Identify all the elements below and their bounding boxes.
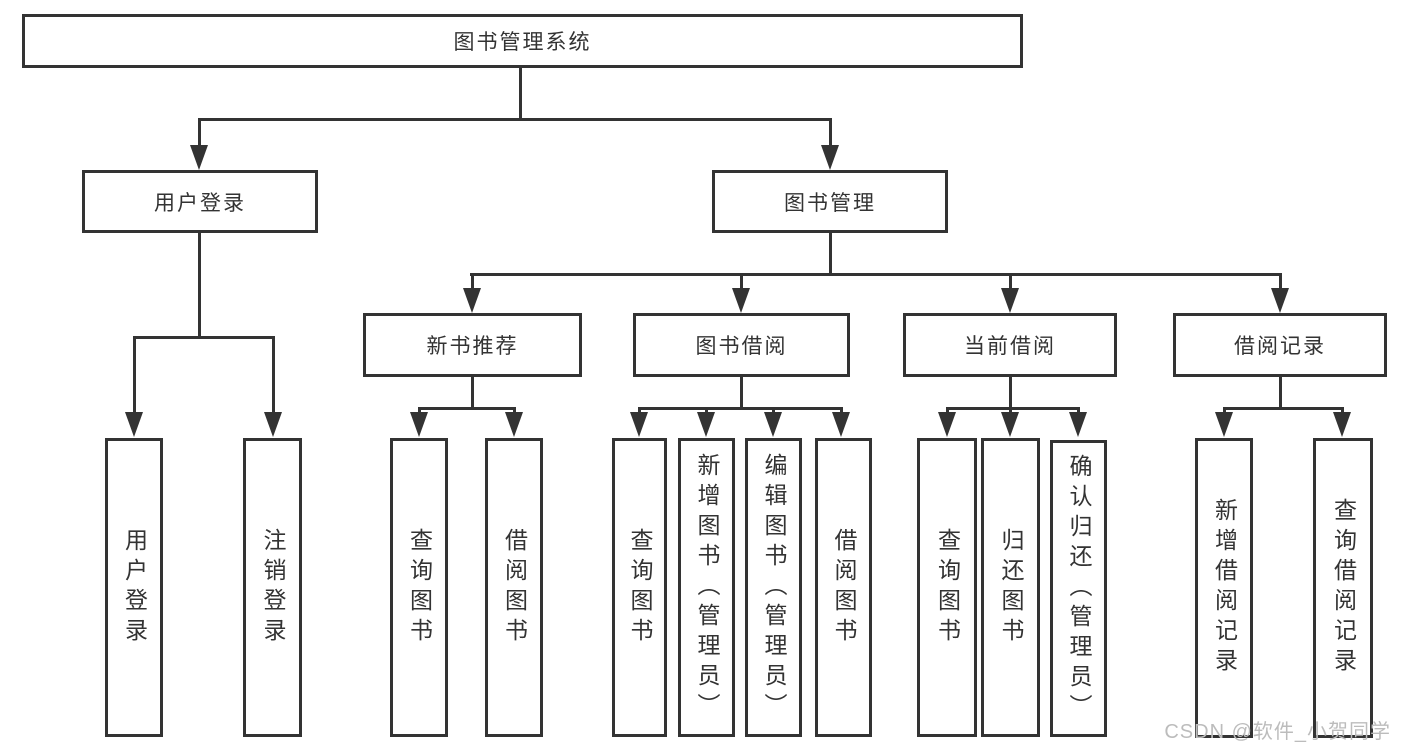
leaf-query-books: 查询图书 [390, 438, 448, 737]
arrowhead-down-icon [1271, 288, 1289, 313]
connector-line [272, 336, 275, 413]
connector-line [198, 118, 832, 121]
connector-line [418, 407, 515, 410]
arrowhead-down-icon [732, 288, 750, 313]
arrowhead-down-icon [125, 412, 143, 437]
connector-line [772, 407, 775, 415]
leaf-query-books: 查询图书 [612, 438, 667, 737]
node-book-management: 图书管理 [712, 170, 948, 233]
watermark: CSDN @软件_小贺同学 [1164, 721, 1391, 743]
connector-line [946, 407, 949, 415]
connector-line [1077, 407, 1080, 415]
leaf-query-books: 查询图书 [917, 438, 977, 737]
leaf-edit-books-admin: 编辑图书（管理员） [745, 438, 802, 737]
arrowhead-down-icon [505, 412, 523, 437]
node-current-borrowing: 当前借阅 [903, 313, 1117, 377]
node-book-borrowing: 图书借阅 [633, 313, 850, 377]
connector-line [638, 407, 842, 410]
arrowhead-down-icon [832, 412, 850, 437]
arrowhead-down-icon [264, 412, 282, 437]
connector-line [1279, 273, 1282, 289]
connector-line [1009, 407, 1012, 415]
connector-line [740, 273, 743, 289]
leaf-borrow-books: 借阅图书 [815, 438, 872, 737]
leaf-user-login: 用户登录 [105, 438, 163, 737]
connector-line [829, 233, 832, 273]
connector-line [519, 66, 522, 118]
arrowhead-down-icon [1001, 412, 1019, 437]
leaf-borrow-books: 借阅图书 [485, 438, 543, 737]
arrowhead-down-icon [697, 412, 715, 437]
connector-line [133, 336, 136, 413]
connector-line [418, 407, 421, 415]
leaf-query-borrow-record: 查询借阅记录 [1313, 438, 1373, 738]
connector-line [740, 377, 743, 407]
leaf-logout: 注销登录 [243, 438, 302, 737]
leaf-add-books-admin: 新增图书（管理员） [678, 438, 735, 737]
arrowhead-down-icon [410, 412, 428, 437]
arrowhead-down-icon [1069, 412, 1087, 437]
arrowhead-down-icon [463, 288, 481, 313]
node-borrowing-records: 借阅记录 [1173, 313, 1387, 377]
arrowhead-down-icon [1001, 288, 1019, 313]
connector-line [1341, 407, 1344, 415]
arrowhead-down-icon [630, 412, 648, 437]
connector-line [198, 118, 201, 146]
connector-line [133, 336, 274, 339]
connector-line [829, 118, 832, 146]
connector-line [1279, 377, 1282, 407]
connector-line [471, 273, 474, 289]
arrowhead-down-icon [938, 412, 956, 437]
connector-line [705, 407, 708, 415]
connector-line [198, 233, 201, 336]
arrowhead-down-icon [764, 412, 782, 437]
connector-line [1009, 273, 1012, 289]
node-user-login: 用户登录 [82, 170, 318, 233]
node-library-system: 图书管理系统 [22, 14, 1023, 68]
connector-line [946, 407, 1079, 410]
leaf-return-books: 归还图书 [981, 438, 1040, 737]
leaf-add-borrow-record: 新增借阅记录 [1195, 438, 1253, 738]
arrowhead-down-icon [1333, 412, 1351, 437]
connector-line [1223, 407, 1226, 415]
arrowhead-down-icon [190, 145, 208, 170]
connector-line [471, 377, 474, 407]
connector-line [513, 407, 516, 415]
connector-line [1009, 377, 1012, 407]
arrowhead-down-icon [1215, 412, 1233, 437]
connector-line [638, 407, 641, 415]
connector-line [470, 273, 1281, 276]
connector-line [840, 407, 843, 415]
node-new-book-recommendation: 新书推荐 [363, 313, 582, 377]
arrowhead-down-icon [821, 145, 839, 170]
leaf-confirm-return-admin: 确认归还（管理员） [1050, 440, 1107, 737]
connector-line [1224, 407, 1343, 410]
